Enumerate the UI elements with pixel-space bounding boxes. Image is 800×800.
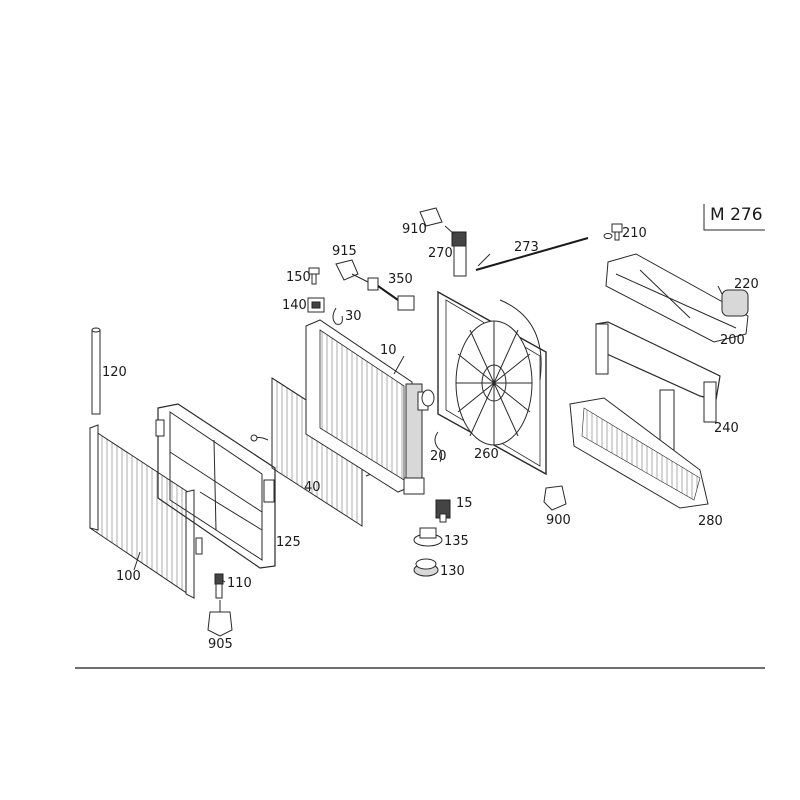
part-135-cap: [413, 527, 443, 547]
part-30-clip: [332, 307, 343, 325]
callout-910: 910: [402, 222, 427, 237]
part-200-panel: [605, 253, 749, 343]
callout-200: 200: [720, 333, 745, 348]
callout-10: 10: [380, 343, 397, 358]
callout-110: 110: [227, 576, 252, 591]
callout-240: 240: [714, 421, 739, 436]
part-130-cap: [413, 558, 439, 577]
callout-130: 130: [440, 564, 465, 579]
callout-labels: 10 15 20 30 40 100 110 120 125 130 135 1…: [102, 222, 759, 652]
part-270-actuator: [451, 231, 467, 277]
part-910-plug: [419, 207, 443, 227]
callout-900: 900: [546, 513, 571, 528]
part-120-tube: [91, 327, 101, 415]
part-350-cable: [367, 277, 415, 311]
callout-140: 140: [282, 298, 307, 313]
part-273-cable: [475, 233, 613, 271]
part-240-frame: [595, 321, 721, 451]
callout-273: 273: [514, 240, 539, 255]
part-150-bolt: [308, 267, 320, 285]
part-900-plug: [543, 485, 567, 511]
part-125-frame: [155, 403, 276, 569]
callout-905: 905: [208, 637, 233, 652]
callout-20: 20: [430, 449, 447, 464]
part-210-clip: [611, 223, 623, 241]
model-badge: M 276: [703, 204, 765, 231]
callout-15: 15: [456, 496, 473, 511]
callout-270: 270: [428, 246, 453, 261]
part-20-clip: [434, 431, 443, 463]
callout-30: 30: [345, 309, 362, 324]
part-100-condenser: [89, 424, 203, 599]
callout-100: 100: [116, 569, 141, 584]
callout-350: 350: [388, 272, 413, 287]
callout-120: 120: [102, 365, 127, 380]
part-905-plug: [207, 611, 233, 637]
callout-40: 40: [304, 480, 321, 495]
callout-220: 220: [734, 277, 759, 292]
part-260-fan: [437, 290, 547, 476]
model-badge-text: M 276: [710, 205, 763, 225]
leader-lines: [133, 225, 723, 612]
callout-260: 260: [474, 447, 499, 462]
callout-915: 915: [332, 244, 357, 259]
callout-150: 150: [286, 270, 311, 285]
part-140-mount: [307, 297, 325, 313]
part-220-cover: [721, 289, 749, 317]
callout-125: 125: [276, 535, 301, 550]
part-280-duct: [569, 397, 709, 509]
part-915-plug: [335, 259, 359, 281]
callout-280: 280: [698, 514, 723, 529]
part-110-sensor: [214, 573, 224, 599]
part-10-radiator: [305, 319, 435, 495]
callout-135: 135: [444, 534, 469, 549]
part-15-sensor: [435, 499, 451, 523]
callout-210: 210: [622, 226, 647, 241]
